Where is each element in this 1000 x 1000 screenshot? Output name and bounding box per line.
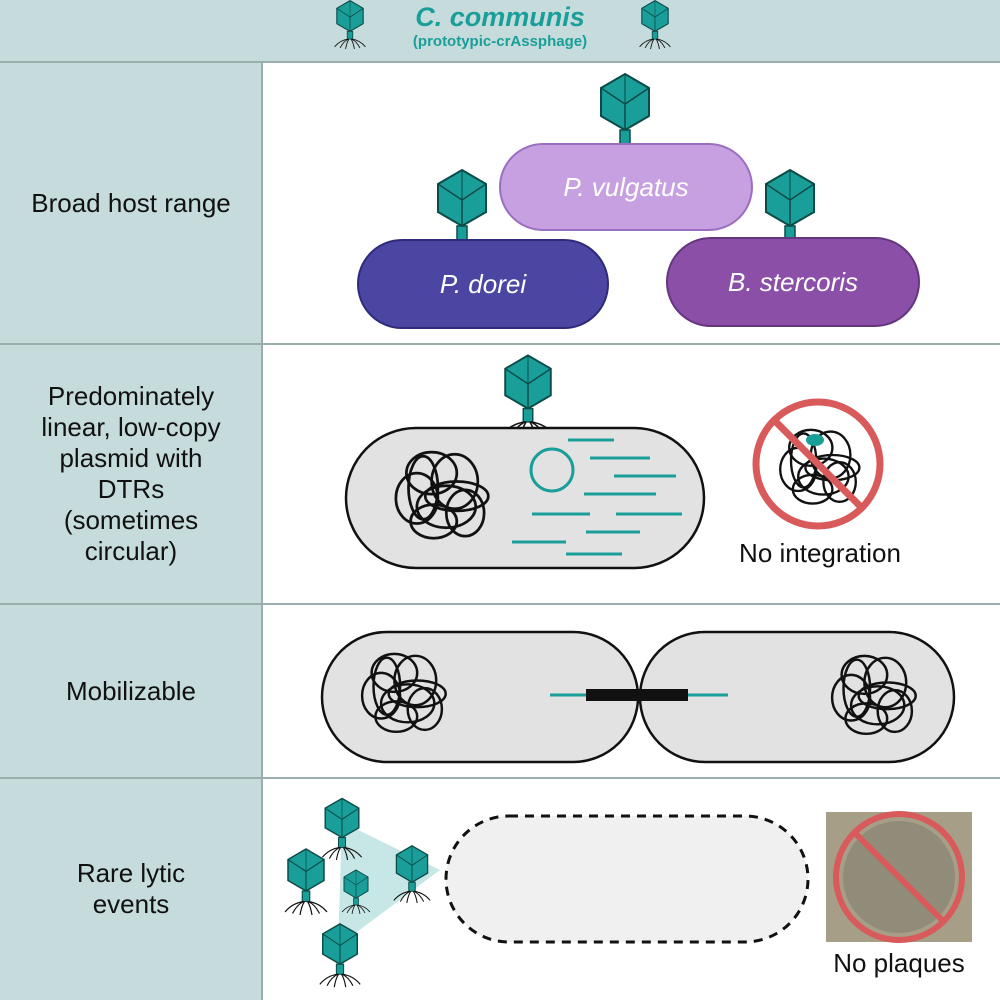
lysed-cell bbox=[444, 814, 810, 944]
host-b-stercoris-cell bbox=[666, 237, 920, 327]
row-label-mobilizable: Mobilizable bbox=[65, 675, 197, 706]
caption-no-plaques: No plaques bbox=[833, 948, 965, 978]
phage-icon-burst-2 bbox=[284, 848, 328, 916]
host-b-stercoris-label: B. stercoris bbox=[727, 266, 859, 297]
header-title: C. communis bbox=[415, 2, 585, 32]
conjugation-bridge bbox=[586, 689, 688, 701]
row-label-host-range: Broad host range bbox=[31, 187, 231, 218]
circular-plasmid bbox=[529, 447, 575, 493]
phage-icon-burst-5 bbox=[319, 923, 361, 988]
row-label-plasmid: Predominately linear, low-copy plasmid w… bbox=[41, 381, 221, 566]
label-panel bbox=[0, 62, 262, 1000]
bacterial-cell bbox=[344, 426, 706, 570]
integrated-dna bbox=[806, 434, 824, 446]
header-band bbox=[0, 0, 1000, 62]
linear-plasmids bbox=[512, 438, 682, 556]
caption-no-integration: No integration bbox=[739, 538, 901, 568]
row-label-lytic: Rare lytic events bbox=[76, 858, 186, 919]
host-p-vulgatus-cell bbox=[499, 143, 753, 231]
phage-icon-plasmid bbox=[500, 354, 556, 440]
host-p-dorei-cell bbox=[357, 239, 609, 329]
prohibited-icon-plaques bbox=[833, 811, 965, 943]
host-p-dorei-label: P. dorei bbox=[439, 268, 527, 299]
lysis-burst-shadow bbox=[338, 822, 440, 946]
header-subtitle: (prototypic-crAssphage) bbox=[412, 33, 588, 50]
prohibited-icon bbox=[752, 398, 884, 530]
host-p-vulgatus-label: P. vulgatus bbox=[563, 171, 689, 202]
row-dividers bbox=[0, 61, 1000, 1000]
